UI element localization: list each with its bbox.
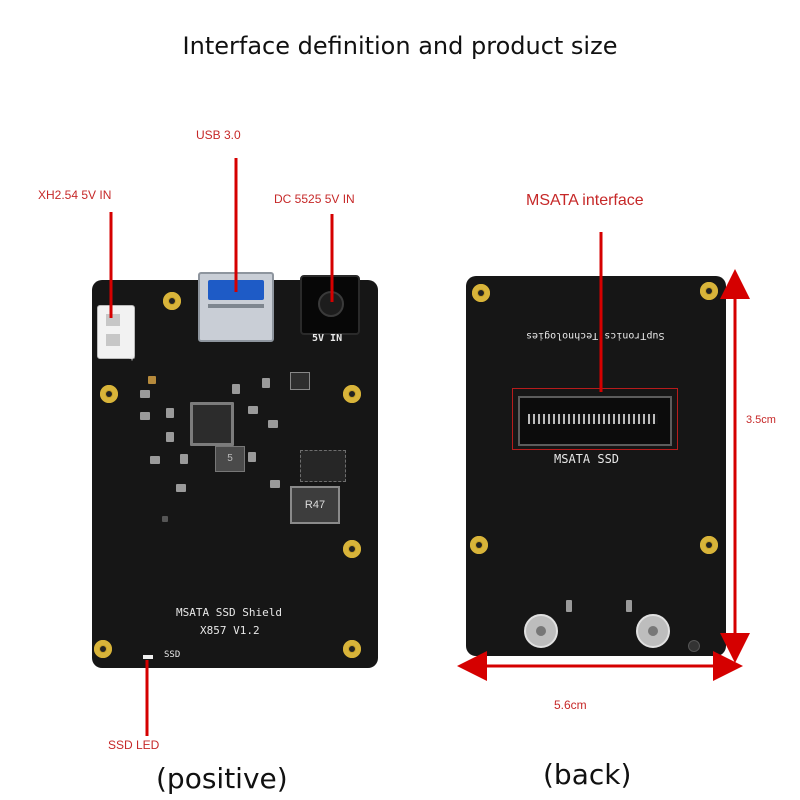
smd-pad <box>566 600 572 612</box>
front-caption: (positive) <box>156 762 288 795</box>
standoff <box>524 614 558 648</box>
mounting-hole <box>94 640 112 658</box>
mounting-hole <box>100 385 118 403</box>
silkscreen-5v-in: 5V IN <box>312 333 343 344</box>
silkscreen-ssd: SSD <box>164 650 181 660</box>
page-title: Interface definition and product size <box>182 32 618 60</box>
width-label: 5.6cm <box>554 698 587 712</box>
smd-pad <box>166 408 174 418</box>
smd-pad <box>270 480 280 488</box>
height-label: 3.5cm <box>746 414 776 426</box>
smd-pad <box>148 376 156 384</box>
mounting-hole <box>343 385 361 403</box>
mounting-hole <box>343 640 361 658</box>
smd-pad <box>140 412 150 420</box>
main-chip <box>190 402 234 446</box>
smd-pad <box>180 454 188 464</box>
board-model: X857 V1.2 <box>200 624 260 637</box>
mounting-hole <box>343 540 361 558</box>
usb-port <box>198 272 274 342</box>
smd-pad <box>162 516 168 522</box>
mounting-hole <box>700 282 718 300</box>
mounting-hole <box>470 536 488 554</box>
smd-pad <box>268 420 278 428</box>
silkscreen-plus: + <box>129 353 136 364</box>
xh-label: XH2.54 5V IN <box>38 188 112 202</box>
inductor: R47 <box>290 486 340 524</box>
msata-ssd-label: MSATA SSD <box>554 452 620 466</box>
smd-pad <box>262 378 270 388</box>
board-name: MSATA SSD Shield <box>176 606 282 619</box>
msata-label: MSATA interface <box>526 192 644 209</box>
smd-pad <box>626 600 632 612</box>
transistor <box>290 372 310 390</box>
standoff <box>636 614 670 648</box>
smd-pad <box>140 390 150 398</box>
led-label: SSD LED <box>108 738 160 752</box>
small-chip: 5 <box>215 446 245 472</box>
mounting-hole <box>472 284 490 302</box>
back-caption: (back) <box>543 758 632 791</box>
smd-pad <box>248 452 256 462</box>
msata-slot-highlight <box>512 388 678 450</box>
smd-pad <box>248 406 258 414</box>
xh-connector <box>97 305 135 359</box>
dc-jack <box>300 275 360 335</box>
mounting-hole <box>163 292 181 310</box>
mosfet <box>300 450 346 482</box>
msata-slot <box>518 396 672 446</box>
usb-label: USB 3.0 <box>196 128 241 142</box>
smd-pad <box>166 432 174 442</box>
smd-pad <box>232 384 240 394</box>
mounting-hole <box>700 536 718 554</box>
ssd-led <box>143 655 153 659</box>
back-board <box>466 276 726 656</box>
smd-pad <box>176 484 186 492</box>
smd-pad <box>150 456 160 464</box>
dc-label: DC 5525 5V IN <box>274 192 355 206</box>
